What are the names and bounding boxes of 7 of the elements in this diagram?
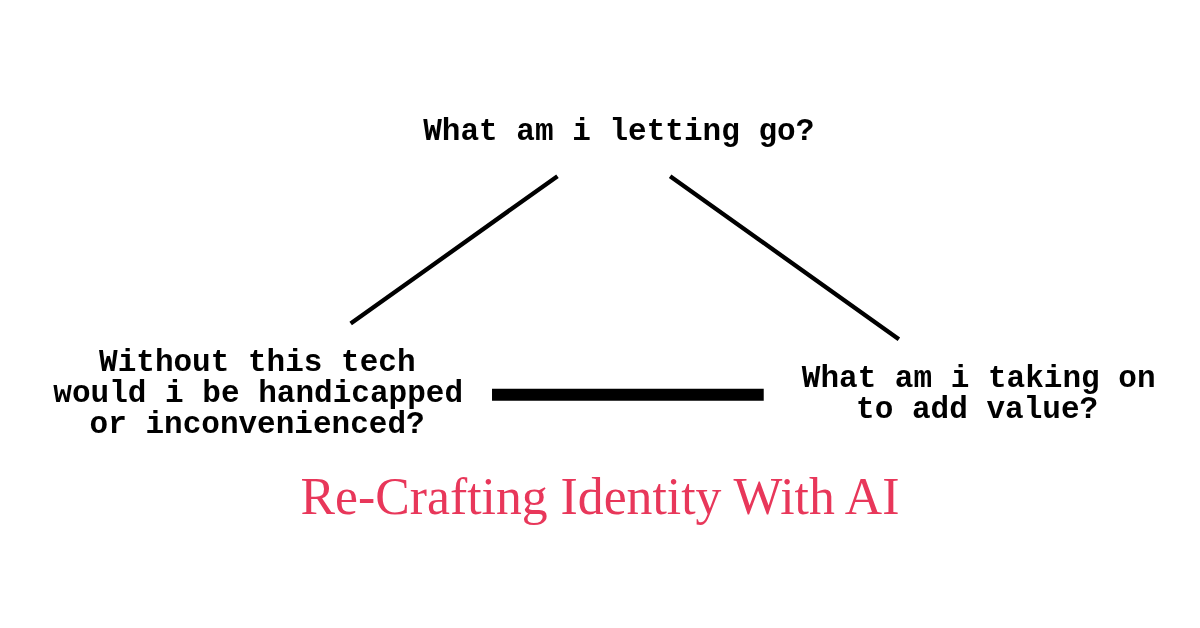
node-text: What am i taking on to add value? — [801, 360, 1156, 427]
connector — [492, 388, 764, 401]
node-text: Without this tech would i be handicapped or inconvenienced? — [53, 344, 464, 442]
connector — [349, 173, 559, 325]
connector — [668, 173, 901, 341]
diagram-title: Re-Crafting Identity With AI — [300, 467, 900, 525]
node-text: What am i letting go? — [423, 113, 815, 149]
